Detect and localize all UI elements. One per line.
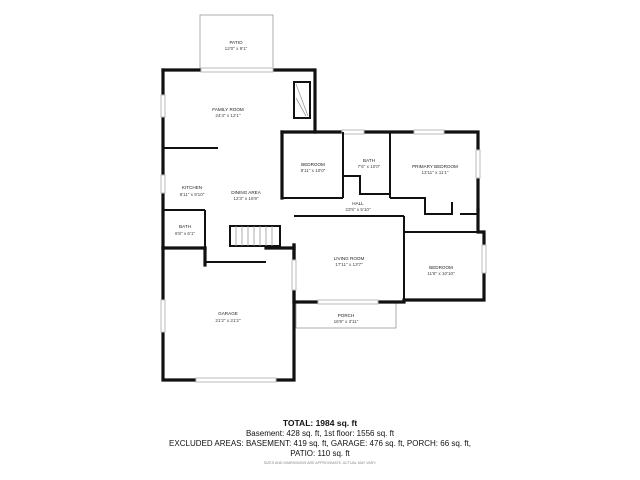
garage-label: GARAGE: [218, 311, 238, 316]
room-label-bath-center: BATH 7'5" x 10'0": [358, 158, 381, 169]
summary-line-2: EXCLUDED AREAS: BASEMENT: 419 sq. ft, GA…: [169, 439, 471, 448]
interior-walls: [163, 81, 478, 300]
kitchen-label: KITCHEN: [182, 185, 202, 190]
bedroom-2-label: BEDROOM: [429, 265, 453, 270]
family-room-label: FAMILY ROOM: [212, 107, 244, 112]
family-room-dims: 24'4" x 12'1": [215, 113, 241, 118]
area-summary: TOTAL: 1984 sq. ft Basement: 428 sq. ft,…: [0, 418, 640, 467]
living-room-dims: 17'11" x 13'7": [335, 262, 363, 267]
dining-area-label: DINING AREA: [231, 190, 262, 195]
windows: [160, 67, 487, 383]
patio-dims: 12'0" x 9'1": [225, 46, 248, 51]
room-label-dining-area: DINING AREA 12'3" x 16'9": [231, 190, 262, 201]
room-label-living-room: LIVING ROOM 17'11" x 13'7": [334, 256, 365, 267]
summary-line-3: PATIO: 110 sq. ft: [290, 449, 350, 458]
porch-dims: 16'9" x 3'11": [334, 319, 359, 324]
kitchen-dims: 8'11" x 9'10": [180, 192, 205, 197]
primary-bedroom-dims: 13'11" x 11'1": [421, 170, 448, 175]
room-label-patio: PATIO 12'0" x 9'1": [225, 40, 248, 51]
room-label-garage: GARAGE 21'2" x 21'2": [215, 311, 241, 323]
room-label-kitchen: KITCHEN 8'11" x 9'10": [180, 185, 205, 197]
room-label-hall: HALL 23'5" x 5'10": [345, 201, 371, 212]
garage-dims: 21'2" x 21'2": [215, 318, 241, 323]
porch-label: PORCH: [338, 313, 355, 318]
room-label-porch: PORCH 16'9" x 3'11": [334, 313, 359, 324]
hall-label: HALL: [352, 201, 364, 206]
bath-center-label: BATH: [363, 158, 375, 163]
room-label-bedroom-1: BEDROOM 9'11" x 10'0": [301, 162, 326, 173]
bath-center-dims: 7'5" x 10'0": [358, 164, 381, 169]
exterior-walls: [161, 68, 486, 382]
room-label-family-room: FAMILY ROOM 24'4" x 12'1": [212, 107, 244, 118]
disclaimer-note: SIZES AND DIMENSIONS ARE APPROXIMATE, AC…: [263, 461, 377, 465]
patio-label: PATIO: [229, 40, 243, 45]
bedroom-1-label: BEDROOM: [301, 162, 325, 167]
total-area: TOTAL: 1984 sq. ft: [282, 418, 358, 428]
dining-area-dims: 12'3" x 16'9": [233, 196, 259, 201]
room-label-bedroom-2: BEDROOM 11'8" x 10'10": [427, 265, 455, 276]
hall-dims: 23'5" x 5'10": [345, 207, 371, 212]
bedroom-1-dims: 9'11" x 10'0": [301, 168, 326, 173]
bedroom-2-dims: 11'8" x 10'10": [427, 271, 455, 276]
bath-left-label: BATH: [179, 224, 191, 229]
bath-left-dims: 6'8" x 6'1": [175, 231, 195, 236]
living-room-label: LIVING ROOM: [334, 256, 365, 261]
room-label-bath-left: BATH 6'8" x 6'1": [175, 224, 195, 236]
summary-line-1: Basement: 428 sq. ft, 1st floor: 1556 sq…: [245, 429, 395, 438]
primary-bedroom-label: PRIMARY BEDROOM: [412, 164, 458, 169]
room-label-primary-bedroom: PRIMARY BEDROOM 13'11" x 11'1": [412, 164, 458, 175]
